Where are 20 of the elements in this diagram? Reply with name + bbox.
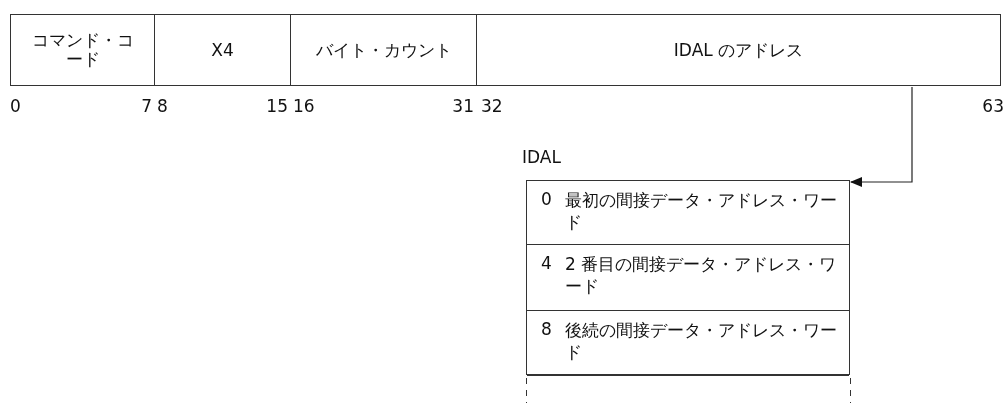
bit-number: 32 — [481, 96, 503, 116]
row-text: 後続の間接データ・アドレス・ワード — [565, 319, 838, 363]
offset-number: 8 — [541, 319, 552, 339]
bit-number: 0 — [10, 96, 21, 116]
offset-number: 4 — [541, 253, 552, 273]
row-text: 最初の間接データ・アドレス・ワード — [565, 189, 838, 233]
row-text: 2 番目の間接データ・アドレス・ワード — [565, 253, 838, 297]
field-box: コマンド・コード — [10, 14, 155, 86]
bit-number: 16 — [293, 96, 315, 116]
field-box: IDAL のアドレス — [476, 14, 1001, 86]
bit-number: 63 — [982, 96, 1004, 116]
field-box: バイト・カウント — [290, 14, 477, 86]
field-box: X4 — [154, 14, 291, 86]
bit-number: 8 — [157, 96, 168, 116]
arrow — [850, 86, 913, 187]
offset-number: 0 — [541, 189, 552, 209]
table-heading: IDAL — [522, 147, 561, 167]
bit-number: 15 — [266, 96, 288, 116]
bit-number: 31 — [452, 96, 474, 116]
bit-number: 7 — [141, 96, 152, 116]
